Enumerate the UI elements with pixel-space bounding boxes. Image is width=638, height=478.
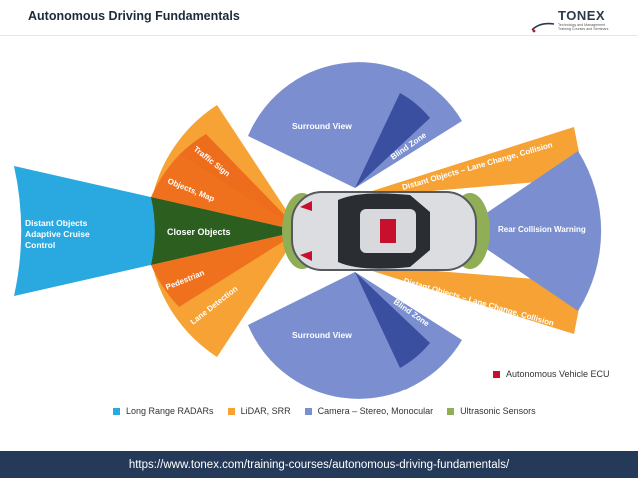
logo-name: TONEX: [558, 8, 606, 23]
front-camera-mid-lower: [151, 231, 300, 307]
legend-label-camera: Camera – Stereo, Monocular: [317, 406, 434, 416]
ecu-swatch: [493, 370, 500, 378]
front-camera-upper: [179, 134, 300, 231]
front-radar-lidar-overlap: [151, 197, 300, 265]
footer-url-link[interactable]: https://www.tonex.com/training-courses/a…: [128, 458, 510, 471]
ecu-legend: Autonomous Vehicle ECU: [493, 369, 610, 379]
label-distant-objects-line1: Distant Objects: [25, 218, 88, 228]
camera-swatch: [304, 407, 312, 415]
legend-label-radar: Long Range RADARs: [126, 406, 214, 416]
label-surround-view-top: Surround View: [292, 121, 352, 131]
ecu-box: [380, 219, 396, 243]
header-divider: [0, 35, 638, 36]
legend-item-camera: Camera – Stereo, Monocular: [304, 406, 434, 416]
label-surround-view-bottom: Surround View: [292, 330, 352, 340]
ultrasonic-swatch: [447, 407, 455, 415]
label-distant-objects-line2: Adaptive Cruise: [25, 229, 90, 239]
blind-zone-top-overlap: [355, 93, 430, 188]
legend-item-lidar: LiDAR, SRR: [227, 406, 291, 416]
legend-item-ultrasonic: Ultrasonic Sensors: [447, 406, 536, 416]
logo-swoosh-icon: [531, 22, 555, 33]
ecu-legend-label: Autonomous Vehicle ECU: [506, 369, 610, 379]
blind-zone-bottom-overlap: [355, 272, 430, 368]
front-camera-mid-upper: [151, 155, 300, 231]
rear-collision-fan: [460, 151, 602, 311]
sensor-legend: Long Range RADARs LiDAR, SRR Camera – St…: [113, 406, 550, 416]
label-closer-objects: Closer Objects: [167, 227, 231, 237]
page-title: Autonomous Driving Fundamentals: [28, 9, 240, 23]
car: [291, 191, 477, 271]
logo-tagline: Technology and Management Training Cours…: [558, 23, 609, 32]
rear-lidar-upper: [350, 127, 584, 198]
legend-label-lidar: LiDAR, SRR: [240, 406, 291, 416]
label-distant-objects-line3: Control: [25, 240, 55, 250]
label-rear-collision: Rear Collision Warning: [498, 225, 586, 234]
legend-item-radar: Long Range RADARs: [113, 406, 214, 416]
surround-view-top: [248, 62, 462, 188]
footer-bar: https://www.tonex.com/training-courses/a…: [0, 451, 638, 478]
tonex-logo: TONEX Technology and Management Training…: [530, 8, 618, 36]
sensor-coverage-diagram: Distant Objects Adaptive Cruise Control …: [14, 62, 602, 399]
legend-label-ultrasonic: Ultrasonic Sensors: [460, 406, 536, 416]
radar-swatch: [113, 407, 120, 415]
lidar-swatch: [227, 407, 235, 415]
rear-lidar-lower: [350, 264, 584, 334]
